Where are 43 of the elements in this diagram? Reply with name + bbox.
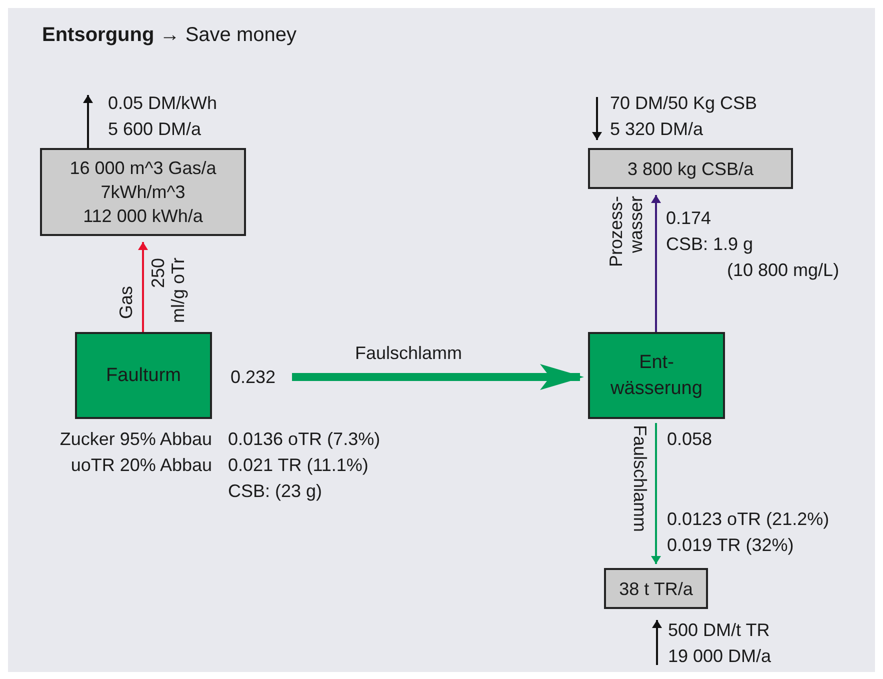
result-box [588, 148, 793, 189]
node-text: Ent- wässerung [610, 350, 704, 400]
value-label: 5 600 DM/a [108, 118, 202, 140]
node-text: 38 t TR/a [619, 578, 693, 600]
node-text: 16 000 m^3 Gas/a [70, 157, 216, 180]
value-label: 0.058 [667, 428, 712, 450]
arrow [292, 364, 584, 390]
arrow [651, 423, 661, 564]
value-label: 70 DM/50 Kg CSB [610, 92, 758, 114]
arrow [651, 195, 661, 332]
value-label: 0.019 TR (32%) [667, 534, 794, 556]
edge-label: Gas [116, 286, 136, 320]
value-label: 0.05 DM/kWh [108, 92, 218, 114]
result-box [604, 568, 708, 609]
result-box [40, 148, 246, 236]
arrow [592, 97, 602, 140]
value-label: 5 320 DM/a [610, 118, 704, 140]
node-text: 7kWh/m^3 [100, 181, 186, 204]
flow-value: 0.232 [225, 364, 281, 390]
value-label: 19 000 DM/a [668, 645, 772, 667]
edge-label: Prozess- wasser [606, 196, 646, 270]
node-text: 112 000 kWh/a [83, 205, 203, 228]
value-label: uoTR 20% Abbau [70, 454, 212, 476]
node-text: 3 800 kg CSB/a [627, 158, 754, 180]
value-label: Zucker 95% Abbau [60, 428, 212, 450]
arrow [83, 95, 93, 148]
value-label: CSB: 1.9 g [666, 233, 754, 255]
value-label: 0.0136 oTR (7.3%) [228, 428, 380, 450]
process-box [75, 332, 212, 419]
value-label: 0.021 TR (11.1%) [228, 454, 368, 476]
rate-label: 250 ml/g oTr [148, 258, 188, 326]
arrow [652, 620, 662, 665]
edge-label: Faulschlamm [355, 343, 462, 363]
title: Entsorgung → Save money [42, 23, 297, 48]
value-label: 0.174 [666, 207, 712, 229]
node-text: Faulturm [106, 364, 181, 388]
value-label: (10 800 mg/L) [727, 259, 840, 281]
edge-label: Faulschlamm [630, 425, 650, 532]
arrow [138, 242, 148, 332]
value-label: 0.0123 oTR (21.2%) [667, 508, 830, 530]
value-label: 500 DM/t TR [668, 619, 770, 641]
process-box [588, 332, 725, 419]
value-label: CSB: (23 g) [228, 480, 322, 502]
